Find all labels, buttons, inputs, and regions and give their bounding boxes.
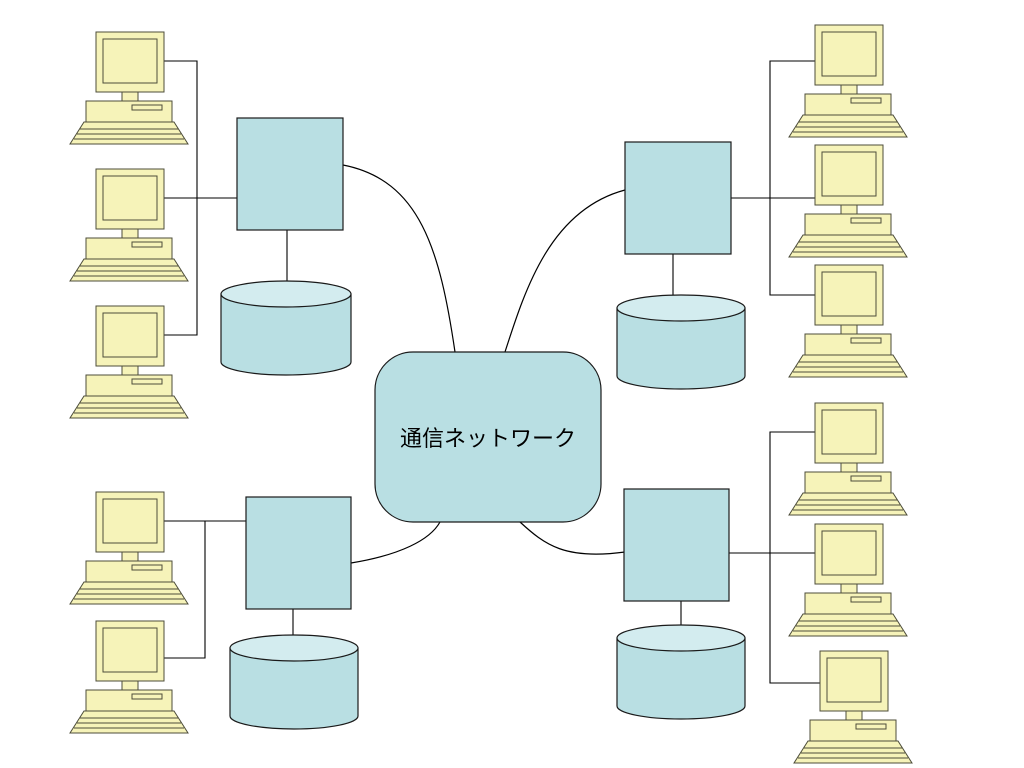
storage-disk-icon (220, 280, 352, 376)
group-top-right (616, 24, 908, 390)
group-top-left (69, 31, 352, 419)
link-bottom-left (350, 521, 441, 564)
wire (769, 431, 820, 684)
wire (164, 521, 206, 659)
link-bottom-right (519, 521, 626, 555)
network-hub (374, 351, 602, 523)
terminal-computer-icon (788, 264, 908, 378)
link-top-right (504, 189, 626, 353)
terminal-computer-icon (69, 491, 189, 605)
wire (769, 60, 815, 296)
terminal-computer-icon (788, 523, 908, 637)
storage-disk-icon (229, 634, 359, 730)
terminal-computer-icon (788, 24, 908, 138)
terminal-computer-icon (793, 650, 913, 764)
terminal-computer-icon (788, 402, 908, 516)
link-top-left (342, 164, 456, 353)
group-bottom-right (616, 402, 913, 764)
server-box (245, 496, 352, 610)
storage-disk-icon (616, 294, 746, 390)
server-box (623, 488, 730, 602)
storage-disk-icon (616, 624, 746, 720)
terminal-computer-icon (69, 168, 189, 282)
terminal-computer-icon (69, 620, 189, 734)
terminal-computer-icon (788, 144, 908, 258)
network-links (342, 164, 626, 564)
server-box (624, 141, 732, 255)
server-box (236, 117, 344, 231)
terminal-computer-icon (69, 305, 189, 419)
terminal-computer-icon (69, 31, 189, 145)
group-bottom-left (69, 491, 359, 734)
